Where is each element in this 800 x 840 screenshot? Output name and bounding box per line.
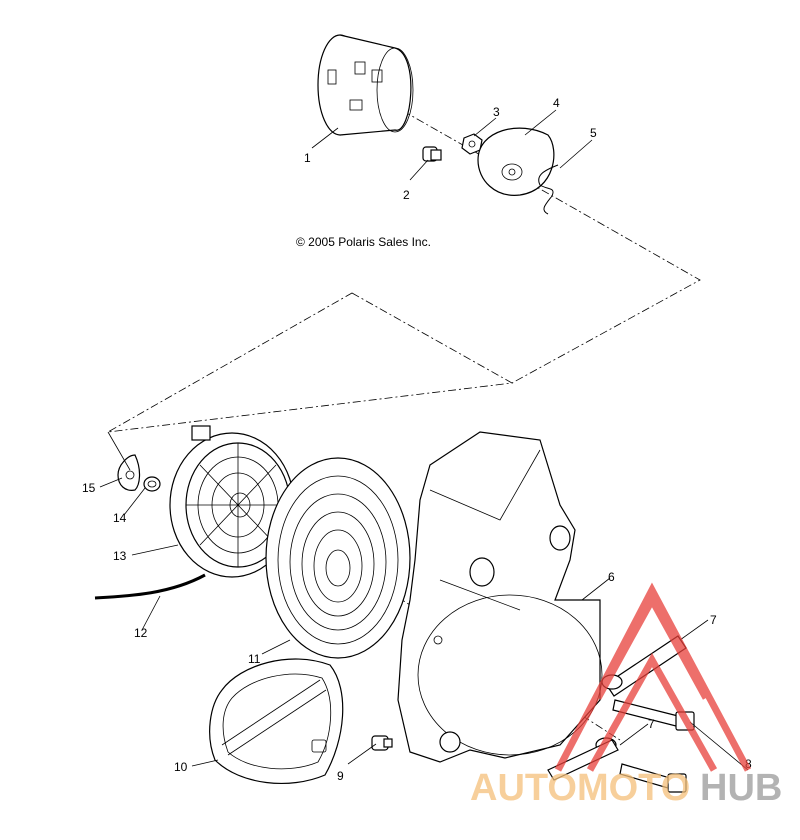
callout-3: 3 — [493, 105, 500, 119]
callout-7a: 7 — [710, 613, 717, 627]
bolt-part-9 — [371, 735, 393, 751]
starter-handle-part-10 — [209, 658, 344, 784]
ratchet-cup-part — [317, 34, 414, 136]
watermark-text-auto: AUTOMOTO — [470, 767, 690, 809]
callout-6: 6 — [608, 570, 615, 584]
callout-12: 12 — [134, 626, 148, 640]
callout-4: 4 — [553, 96, 560, 110]
leader-lines — [99, 109, 749, 771]
callout-13: 13 — [113, 549, 127, 563]
callout-10: 10 — [174, 760, 188, 774]
housing-cover-part-6 — [397, 431, 603, 763]
callout-15: 15 — [82, 481, 96, 495]
rope-pulley-part-13 — [169, 425, 295, 578]
assembly-dash-outline — [107, 292, 514, 433]
bushing-part-14 — [143, 476, 161, 492]
callout-14: 14 — [113, 511, 127, 525]
spring-clip-part-5 — [538, 164, 559, 215]
callout-5: 5 — [590, 126, 597, 140]
callout-9: 9 — [337, 769, 344, 783]
watermark-text-hub: HUB — [700, 767, 782, 809]
callout-11: 11 — [248, 652, 261, 666]
bolt-part-8b — [619, 763, 687, 793]
pawl-plate-part-4 — [477, 127, 555, 196]
watermark-logo-triangle — [554, 582, 752, 772]
callout-7b: 7 — [648, 717, 655, 731]
bolt-part-2 — [422, 146, 442, 162]
callout-2: 2 — [403, 188, 410, 202]
callout-1: 1 — [304, 151, 311, 165]
rope-part-12 — [94, 573, 206, 600]
recoil-spring-part-11 — [265, 457, 411, 659]
copyright-notice: © 2005 Polaris Sales Inc. — [296, 235, 431, 249]
bracket-part-15 — [107, 431, 141, 491]
automotohub-watermark: AUTOMOTO HUB — [470, 582, 782, 809]
